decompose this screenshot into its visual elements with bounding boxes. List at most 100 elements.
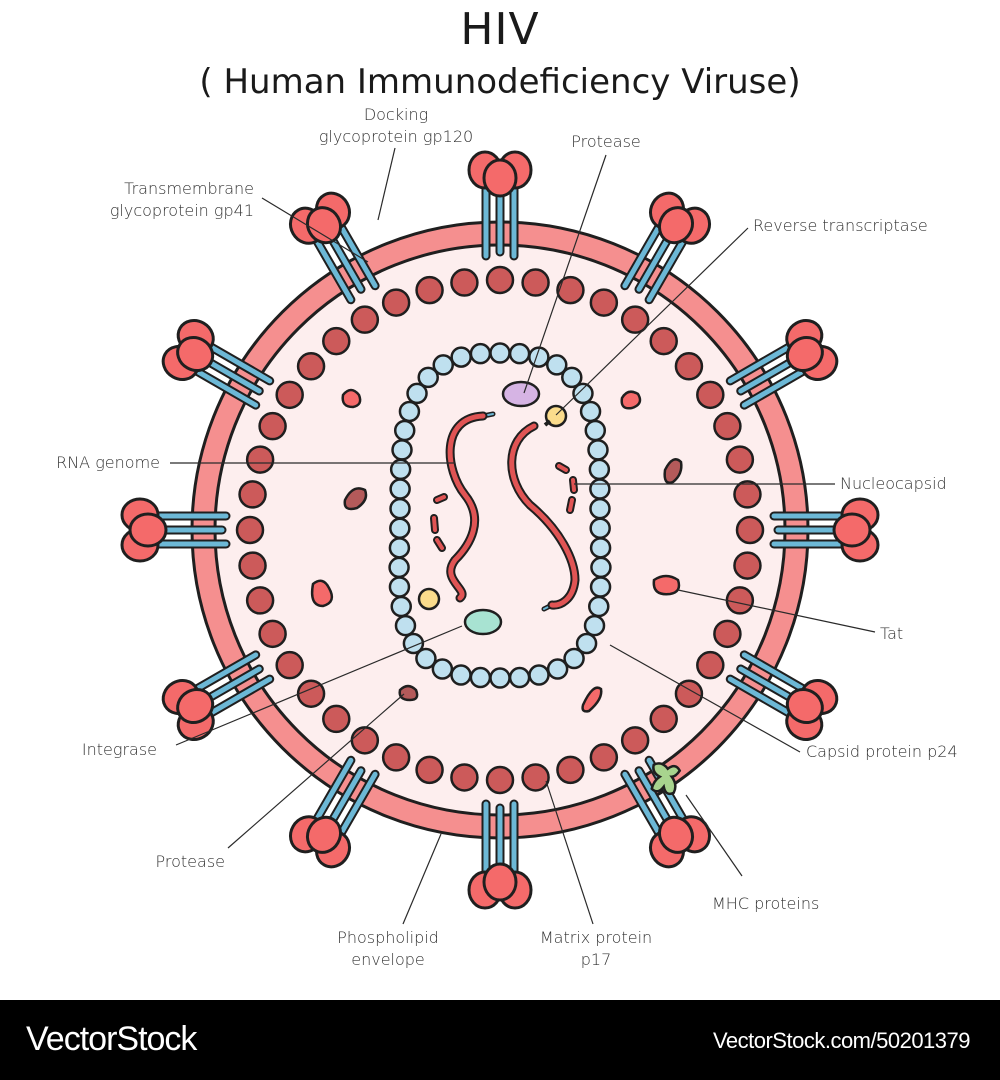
- tat-particle: [652, 574, 681, 596]
- matrix-protein-p17: [238, 480, 267, 509]
- brand-logo: VectorStock: [26, 1020, 197, 1058]
- virion-interior: [213, 243, 787, 817]
- matrix-protein-p17: [258, 619, 287, 649]
- rna-fragment: [435, 538, 444, 550]
- matrix-protein-p17: [245, 586, 275, 615]
- capsid-protein-p24: [450, 664, 472, 686]
- capsid-protein-p24: [508, 342, 531, 365]
- matrix-protein-p17: [238, 551, 267, 580]
- protease-particle: [398, 684, 419, 702]
- matrix-protein-p17: [521, 763, 550, 792]
- matrix-protein-p17: [258, 411, 287, 441]
- capsid-protein-p24: [589, 478, 611, 500]
- capsid-protein-p24: [406, 382, 428, 405]
- matrix-protein-p17: [322, 704, 351, 734]
- capsid-protein-p24: [589, 576, 612, 598]
- gp120-knob: [128, 512, 168, 548]
- leader-line: [227, 693, 405, 849]
- gp41-stem: [312, 757, 354, 825]
- matrix-protein-p17: [696, 650, 725, 680]
- gp41-stem: [191, 367, 259, 408]
- capsid-protein-p24: [388, 576, 411, 598]
- capsid-protein-p24: [469, 342, 492, 365]
- matrix-protein-p17: [735, 515, 765, 545]
- capsid-protein-p24: [589, 497, 611, 520]
- gp41-stem: [622, 221, 663, 289]
- capsid-protein-p24: [398, 400, 421, 423]
- leader-line: [175, 625, 463, 746]
- matrix-protein-p17: [620, 726, 650, 755]
- capsid-protein-p24: [528, 664, 550, 686]
- gp41-stem: [205, 342, 273, 384]
- rna-genome-strand: [509, 423, 578, 608]
- gp41-stem: [191, 652, 259, 693]
- label-gp120: Docking glycoprotein gp120: [318, 105, 474, 146]
- label-matrix: Matrix protein p17: [539, 928, 653, 969]
- gp120-knob: [305, 815, 343, 854]
- matrix-protein-p17: [485, 765, 515, 795]
- matrix-protein-p17: [381, 743, 411, 772]
- capsid-protein-p24: [450, 346, 472, 368]
- capsid-protein-p24: [394, 614, 417, 637]
- capsid-protein-p24: [393, 419, 416, 442]
- matrix-protein-p17: [620, 305, 650, 334]
- matrix-protein-p17: [322, 326, 351, 356]
- matrix-protein-p17: [733, 480, 762, 509]
- matrix-protein-p17: [245, 445, 275, 474]
- matrix-protein-p17: [350, 305, 380, 334]
- matrix-protein-p17: [556, 275, 585, 305]
- capsid-protein-p24: [389, 517, 411, 539]
- matrix-protein-p17: [696, 380, 725, 410]
- matrix-protein-p17: [485, 265, 515, 295]
- capsid-protein-p24: [579, 400, 602, 423]
- matrix-protein-p17: [589, 288, 619, 317]
- matrix-protein-p17: [725, 445, 755, 474]
- gp120-knob: [482, 158, 518, 198]
- matrix-protein-p17: [725, 586, 755, 615]
- matrix-protein-p17: [713, 619, 742, 649]
- capsid-protein-p24: [588, 595, 610, 618]
- matrix-protein-p17: [296, 352, 326, 381]
- envelope-spike: [467, 150, 533, 261]
- matrix-protein-p17: [733, 551, 762, 580]
- capsid-protein-p24: [583, 614, 606, 637]
- label-integrase: Integrase: [81, 740, 157, 759]
- matrix-protein-p17: [521, 268, 550, 297]
- label-protease-bottom: Protease: [155, 852, 225, 871]
- gp41-stem: [741, 367, 809, 408]
- label-capsid: Capsid protein p24: [806, 742, 958, 761]
- envelope-spike: [725, 650, 839, 742]
- leader-line: [609, 644, 801, 753]
- matrix-protein-p17: [275, 380, 304, 410]
- capsid-protein-p24: [589, 517, 611, 539]
- rna-fragment: [557, 464, 568, 472]
- gp41-stem: [622, 771, 663, 839]
- leader-line: [545, 780, 594, 925]
- matrix-protein-p17: [450, 763, 479, 792]
- matrix-protein-p17: [556, 755, 585, 785]
- matrix-protein-p17: [415, 275, 444, 305]
- gp120-knob: [176, 335, 215, 373]
- matrix-protein-p17: [350, 726, 380, 755]
- reverse-transcriptase-enzyme: [417, 587, 441, 611]
- capsid-protein-p24: [589, 537, 612, 559]
- leader-line: [685, 794, 743, 877]
- gp120-knob: [657, 815, 695, 854]
- integrase-enzyme: [463, 608, 503, 636]
- capsid-protein-p24: [391, 439, 413, 461]
- leader-line: [402, 833, 442, 925]
- diagram-title: HIV: [460, 4, 540, 55]
- gp41-stem: [727, 342, 795, 384]
- leader-line: [677, 589, 876, 633]
- footer-bar: VectorStock VectorStock.com/50201379: [0, 1000, 1000, 1080]
- capsid-protein-p24: [575, 632, 598, 655]
- matrix-protein-p17: [713, 411, 742, 441]
- capsid-protein-p24: [489, 667, 511, 689]
- matrix-protein-p17: [649, 704, 678, 734]
- capsid-protein-p24: [389, 497, 411, 520]
- matrix-protein-p17: [235, 515, 265, 545]
- tat-particle: [310, 579, 334, 608]
- envelope-spike: [769, 497, 880, 563]
- matrix-protein-p17: [674, 679, 704, 708]
- diagram-subtitle: ( Human Immunodeficiency Viruse): [199, 62, 801, 102]
